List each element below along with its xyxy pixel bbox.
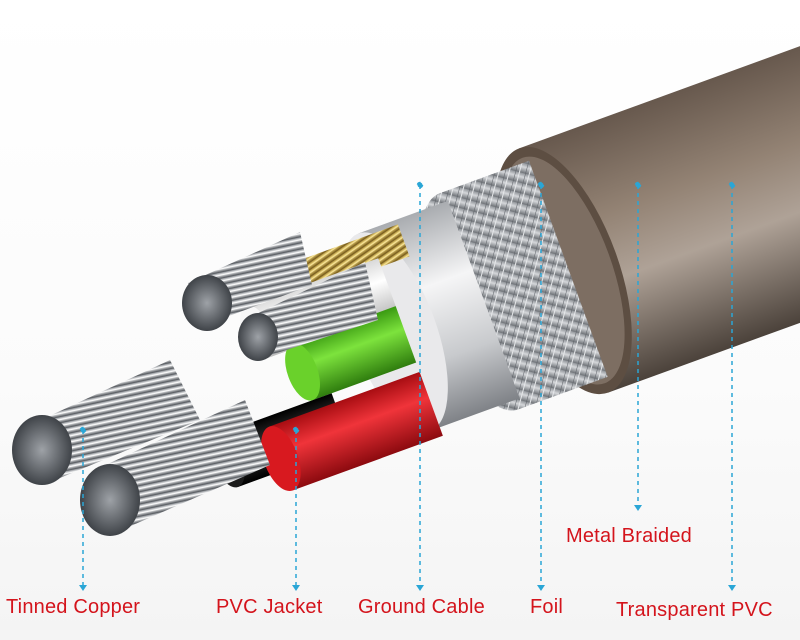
label-transparent-pvc: Transparent PVC	[616, 599, 773, 621]
label-metal-braided: Metal Braided	[566, 525, 692, 547]
label-ground-cable: Ground Cable	[358, 596, 485, 618]
label-tinned-copper: Tinned Copper	[6, 596, 141, 618]
tinned-copper-conductors	[12, 232, 378, 536]
leader-lines	[79, 181, 736, 591]
label-foil: Foil	[530, 596, 564, 618]
label-pvc-jacket: PVC Jacket	[216, 596, 323, 618]
